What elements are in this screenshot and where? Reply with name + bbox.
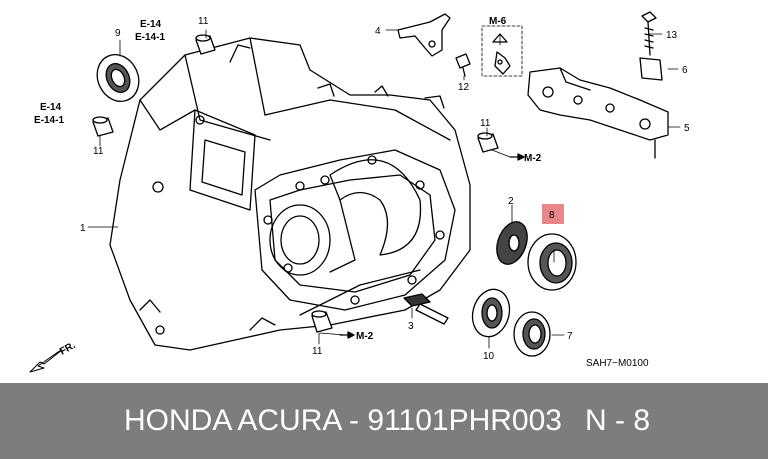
callout-11-top: 11 [198, 16, 209, 27]
bolt-12 [455, 53, 471, 77]
transmission-housing [109, 37, 471, 351]
ref-e14-1-left: E-14-1 [34, 115, 64, 126]
front-arrow-icon [29, 349, 63, 373]
callout-3: 3 [408, 321, 414, 332]
bearing-8 [527, 233, 577, 291]
position-label: N - 8 [585, 404, 651, 437]
part-number-label: HONDA ACURA - 91101PHR003 [124, 404, 562, 437]
callout-6: 6 [682, 65, 688, 76]
arrow-head-m2-right [517, 153, 525, 161]
callout-1: 1 [80, 223, 86, 234]
callout-4: 4 [375, 26, 381, 37]
callout-13: 13 [666, 30, 678, 41]
bracket-4 [397, 13, 451, 57]
callout-5: 5 [684, 123, 690, 134]
dowel-pin-11-top [195, 34, 216, 55]
m6-dashed-box [481, 25, 523, 77]
m6-detail [492, 33, 511, 75]
part-8-highlight [542, 204, 564, 224]
ref-m6: M-6 [489, 16, 507, 27]
sensor-3 [403, 293, 449, 325]
parts-diagram: 1 2 3 4 5 6 7 8 9 10 11 11 11 11 12 13 E… [29, 11, 690, 373]
callout-8: 8 [549, 210, 555, 221]
callout-11-right: 11 [480, 118, 491, 129]
oil-seal-10 [471, 288, 511, 338]
dowel-pin-11-bottom [311, 310, 333, 333]
bracket-assembly-5 [527, 67, 669, 159]
ref-e14-left: E-14 [40, 102, 62, 113]
arrow-head-m2-bottom [347, 331, 355, 339]
ref-m2-bottom: M-2 [356, 331, 374, 342]
dowel-pin-11-right [477, 132, 499, 153]
ref-m2-right: M-2 [524, 153, 542, 164]
callout-9: 9 [115, 28, 121, 39]
callout-10: 10 [483, 351, 495, 362]
bolt-13 [641, 11, 657, 56]
diagram-code: SAH7−M0100 [586, 358, 649, 369]
spacer-6 [639, 57, 663, 81]
callout-11-left: 11 [93, 146, 104, 157]
diagram-svg: 1 2 3 4 5 6 7 8 9 10 11 11 11 11 12 13 E… [29, 11, 690, 373]
bearing-7 [513, 311, 551, 357]
callout-2: 2 [508, 196, 514, 207]
ref-e14-top: E-14 [140, 19, 162, 30]
ref-front: FR. [58, 340, 78, 358]
callout-7: 7 [567, 331, 573, 342]
leader-lines [87, 29, 681, 349]
oil-seal-9 [96, 54, 140, 102]
part-footer: HONDA ACURA - 91101PHR003 N - 8 [0, 383, 768, 459]
callout-12: 12 [458, 82, 470, 93]
callout-11-bottom: 11 [312, 346, 323, 357]
dowel-pin-11-left [92, 116, 114, 137]
ref-e14-1-top: E-14-1 [135, 32, 165, 43]
washer-2 [496, 221, 528, 265]
